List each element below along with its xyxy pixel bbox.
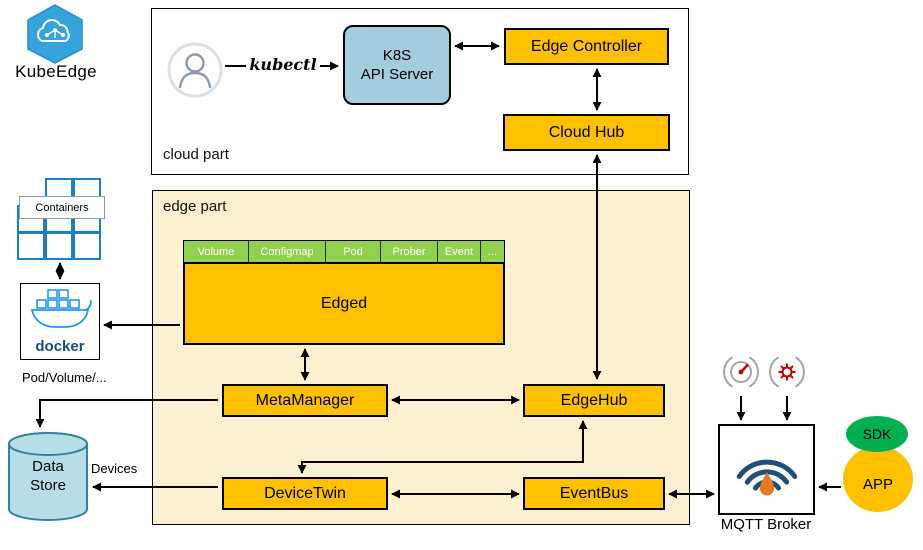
tab-more: ... [481, 241, 504, 262]
devices-label: Devices [91, 461, 138, 476]
docker-wordmark: docker [35, 338, 85, 355]
edged-box: Edged [183, 262, 505, 345]
data-store-line1: Data [32, 458, 64, 475]
mqtt-broker-box [718, 424, 815, 515]
k8s-api-server-box: K8S API Server [343, 25, 451, 105]
kubeedge-logo-text: KubeEdge [15, 62, 97, 81]
edged-tabs: Volume Configmap Pod Prober Event ... [183, 240, 505, 263]
kubeedge-hexagon-cloud-icon [27, 4, 83, 64]
edge-controller-box: Edge Controller [504, 28, 669, 65]
gauge-icon [723, 356, 759, 388]
user-avatar [167, 42, 223, 98]
database-cylinder-icon [8, 432, 88, 521]
tab-prober: Prober [381, 241, 438, 262]
antenna-signal-icon [736, 459, 798, 496]
device-twin-box: DeviceTwin [222, 477, 388, 510]
edge-hub-box: EdgeHub [523, 384, 665, 417]
tab-volume: Volume [184, 241, 249, 262]
pod-volume-label: Pod/Volume/... [22, 370, 107, 385]
data-store-line2: Store [30, 477, 66, 494]
containers-label: Containers [19, 196, 105, 219]
k8s-api-server-line2: API Server [360, 66, 434, 83]
event-bus-box: EventBus [523, 477, 665, 510]
data-store: Data Store [8, 431, 88, 523]
app-node: APP [843, 446, 913, 512]
mqtt-broker-label: MQTT Broker [720, 516, 812, 533]
k8s-api-server-line1: K8S [382, 47, 412, 64]
meta-manager-box: MetaManager [222, 384, 388, 417]
tab-configmap: Configmap [249, 241, 326, 262]
docker-whale-icon [30, 289, 92, 328]
kubectl-label: kubectl [249, 55, 317, 74]
gear-signal-icon [769, 356, 805, 388]
cloud-hub-box: Cloud Hub [503, 114, 670, 151]
person-icon [167, 42, 223, 98]
docker-box: docker [20, 283, 100, 360]
kubeedge-logo [24, 4, 86, 64]
sdk-node: SDK [846, 416, 908, 452]
edge-part-label: edge part [163, 198, 227, 215]
tab-pod: Pod [326, 241, 381, 262]
tab-event: Event [438, 241, 481, 262]
cloud-part-label: cloud part [163, 146, 229, 163]
